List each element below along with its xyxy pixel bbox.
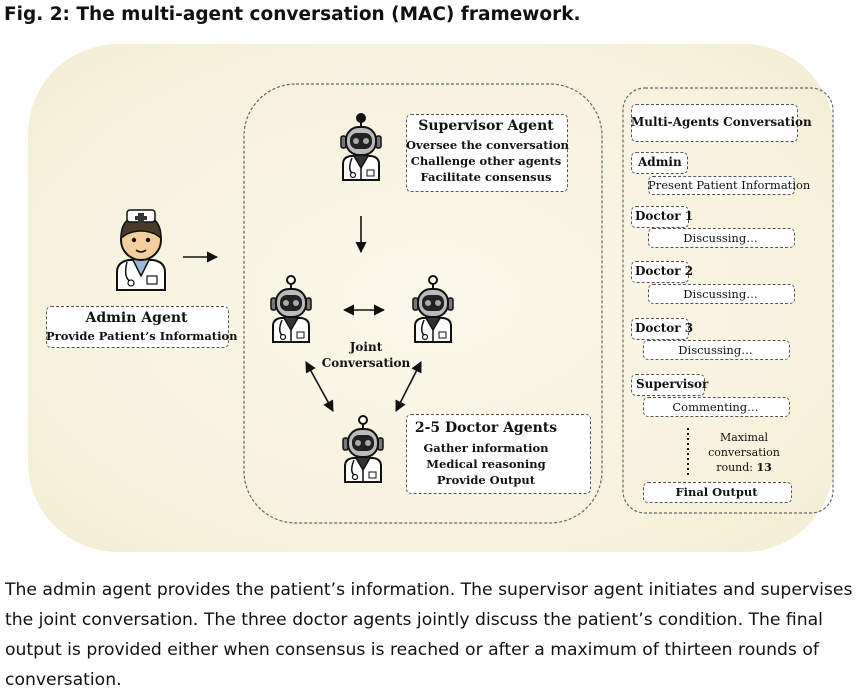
- mac-container: [622, 87, 834, 514]
- mac-message: Present Patient Information: [648, 178, 811, 192]
- supervisor-line-3: Facilitate consensus: [420, 170, 552, 184]
- mac-message: Discussing…: [683, 287, 758, 301]
- mac-message-box: [643, 340, 790, 360]
- mac-speaker-box: [631, 206, 689, 228]
- admin-agent-name: Admin Agent: [85, 310, 188, 326]
- mac-speaker: Doctor 2: [635, 264, 694, 278]
- mac-final-output: Final Output: [675, 485, 758, 499]
- agents-container: [243, 83, 603, 524]
- doctor-robot-left-icon: [270, 275, 312, 343]
- mac-message: Discussing…: [678, 343, 753, 357]
- mac-message: Commenting…: [672, 400, 759, 414]
- doctor-agents-name: 2-5 Doctor Agents: [414, 420, 558, 436]
- admin-agent-role: Provide Patient’s Information: [46, 329, 238, 343]
- mac-round-count: 13: [756, 461, 772, 474]
- supervisor-line-1: Oversee the conversation: [406, 138, 569, 152]
- mac-maximal-line1: Maximal: [719, 431, 769, 444]
- admin-doctor-icon: [116, 209, 166, 291]
- mac-speaker-box: [631, 152, 688, 174]
- mac-header: Multi-Agents Conversation: [631, 115, 812, 129]
- figure-caption: The admin agent provides the patient’s i…: [5, 580, 853, 690]
- joint-arrow-left-diagonal: [305, 361, 334, 412]
- mac-message-box: [643, 397, 790, 417]
- supervisor-line-2: Challenge other agents: [410, 154, 562, 168]
- doctor-robot-right-icon: [412, 275, 454, 343]
- mac-message: Discussing…: [683, 231, 758, 245]
- doctor-line-1: Gather information: [423, 441, 549, 455]
- supervisor-agent-box: [406, 114, 568, 192]
- mac-final-box: [643, 482, 792, 503]
- mac-round-label: round:: [716, 461, 753, 474]
- doctor-robot-bottom-icon: [342, 415, 384, 483]
- figure-title: Fig. 2: The multi-agent conversation (MA…: [4, 4, 581, 25]
- diagram-canvas: [116, 83, 834, 524]
- joint-label-line2: Conversation: [321, 356, 411, 370]
- doctor-line-3: Provide Output: [436, 473, 536, 487]
- joint-label-line1: Joint: [349, 340, 383, 354]
- mac-message-box: [648, 284, 795, 304]
- mac-speaker-box: [631, 374, 705, 396]
- mac-speaker: Doctor 1: [635, 209, 694, 223]
- supervisor-agent-name: Supervisor Agent: [418, 118, 554, 134]
- joint-arrow-right-diagonal: [395, 361, 422, 412]
- mac-maximal-line3: round: 13: [700, 461, 788, 474]
- mac-speaker: Doctor 3: [635, 321, 694, 335]
- mac-message-box: [648, 228, 795, 248]
- mac-speaker: Admin: [638, 155, 682, 169]
- mac-speaker-box: [631, 261, 689, 283]
- mac-speaker: Supervisor: [636, 377, 709, 391]
- supervisor-robot-icon: [340, 113, 382, 181]
- mac-message-box: [648, 176, 795, 195]
- admin-agent-box: [46, 306, 229, 348]
- doctor-line-2: Medical reasoning: [426, 457, 546, 471]
- mac-speaker-box: [631, 318, 689, 340]
- mac-header-box: [631, 104, 798, 142]
- doctor-agents-box: [406, 414, 591, 494]
- mac-maximal-line2: conversation: [708, 446, 780, 459]
